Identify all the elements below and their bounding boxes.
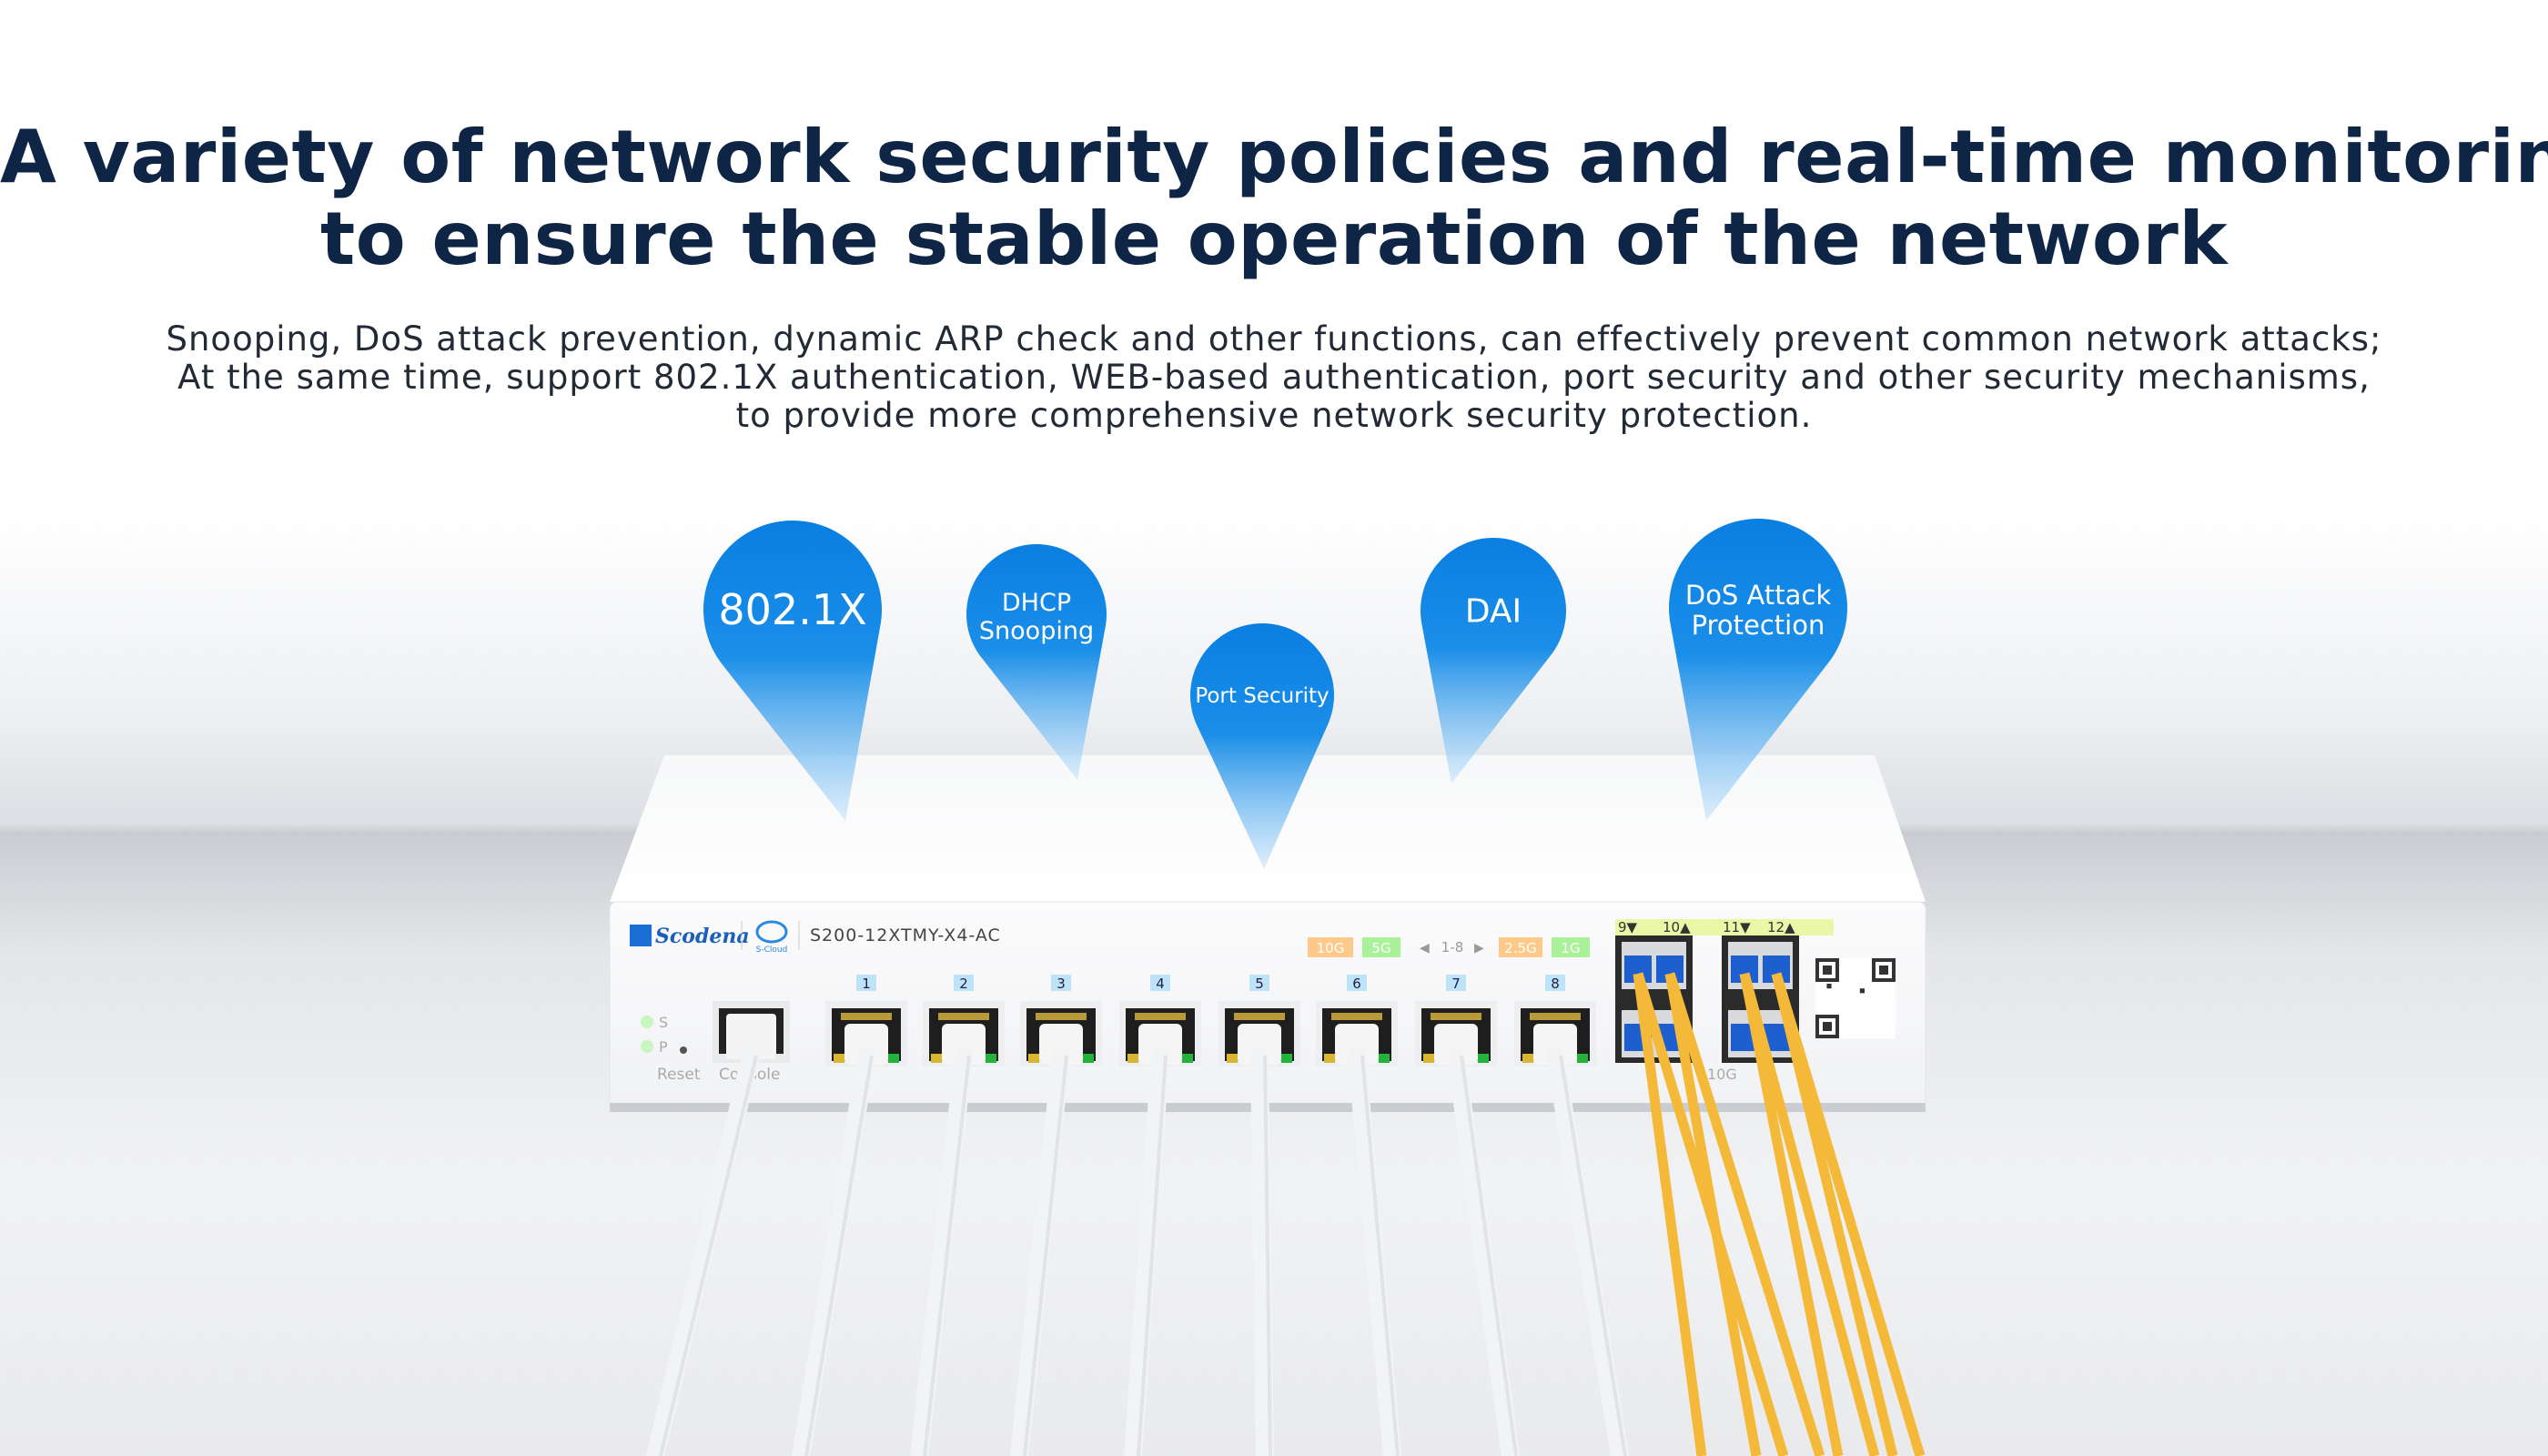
- sfp-label-11: 11▼: [1723, 919, 1751, 935]
- legend-range: 1-8: [1441, 939, 1464, 956]
- led-p: [641, 1040, 653, 1053]
- arrow-right-icon: ▶: [1474, 941, 1484, 956]
- link-led: [1423, 1054, 1434, 1063]
- activity-led: [1281, 1054, 1292, 1063]
- reset-label: Reset: [657, 1066, 701, 1084]
- pin-port-security: Port Security: [1190, 623, 1334, 869]
- link-led: [931, 1054, 942, 1063]
- legend-5g: 5G: [1371, 940, 1390, 956]
- ethernet-cable: [1250, 1046, 1274, 1456]
- activity-led: [1182, 1054, 1193, 1063]
- cloud-label: S-Cloud: [756, 945, 788, 955]
- port-number: 7: [1451, 976, 1461, 992]
- link-led: [1028, 1054, 1039, 1063]
- ethernet-cable: [1546, 1046, 1629, 1456]
- sfp-speed-label: 10G: [1707, 1066, 1737, 1083]
- pin-8021x: 802.1X: [703, 520, 882, 821]
- rj45-port-1[interactable]: 1: [825, 975, 907, 1067]
- link-led: [1522, 1054, 1533, 1063]
- port-number: 3: [1057, 976, 1066, 992]
- sfp-label-band: [1615, 919, 1834, 935]
- pin-label-line1: DHCP: [1002, 589, 1071, 617]
- rj45-port-6[interactable]: 6: [1316, 975, 1398, 1067]
- activity-led: [888, 1054, 899, 1063]
- pin-label-line1: Port Security: [1195, 684, 1329, 708]
- fiber-cable: [1739, 972, 1844, 1456]
- fiber-cable: [1771, 972, 1926, 1456]
- fiber-cable: [1633, 972, 1789, 1456]
- arrow-left-icon: ◀: [1420, 941, 1430, 956]
- ethernet-cable: [792, 1046, 875, 1456]
- pin-label-line2: Snooping: [979, 617, 1094, 645]
- port-number: 8: [1551, 976, 1560, 992]
- qr-code: [1815, 958, 1896, 1038]
- activity-led: [1478, 1054, 1489, 1063]
- legend-10g: 10G: [1317, 940, 1345, 956]
- description-line1: Snooping, DoS attack prevention, dynamic…: [166, 319, 2382, 359]
- rj45-port-3[interactable]: 3: [1020, 975, 1102, 1067]
- ethernet-cable: [1124, 1046, 1169, 1456]
- port-number: 5: [1255, 976, 1264, 992]
- fiber-cable: [1633, 973, 1707, 1456]
- activity-led: [986, 1054, 996, 1063]
- port-number: 6: [1352, 976, 1361, 992]
- brand-logo-icon: [630, 925, 652, 946]
- link-led: [1324, 1054, 1335, 1063]
- pin-label-line1: 802.1X: [718, 585, 866, 634]
- fiber-cable: [1664, 972, 1825, 1456]
- ethernet-cable: [1447, 1046, 1520, 1456]
- sfp-label-9: 9▼: [1618, 919, 1638, 935]
- activity-led: [1379, 1054, 1390, 1063]
- led-s: [641, 1016, 653, 1028]
- pin-label-line1: DAI: [1465, 593, 1522, 631]
- reset-button[interactable]: [680, 1046, 687, 1054]
- port-number: 2: [959, 976, 968, 992]
- cloud-icon: [755, 920, 788, 944]
- sfp-label-10: 10▲: [1663, 919, 1691, 935]
- link-led: [1127, 1054, 1138, 1063]
- pin-dai: DAI: [1421, 538, 1567, 784]
- link-led: [834, 1054, 844, 1063]
- link-led: [1227, 1054, 1238, 1063]
- pin-label-line2: Protection: [1692, 610, 1825, 641]
- port-number: 4: [1156, 976, 1165, 992]
- ethernet-cable: [646, 1046, 760, 1456]
- rj45-port-7[interactable]: 7: [1415, 975, 1497, 1067]
- pin-label-line1: DoS Attack: [1685, 580, 1831, 611]
- ethernet-cable: [1348, 1046, 1401, 1456]
- ethernet-cable: [910, 1046, 973, 1456]
- led-p-label: P: [659, 1038, 668, 1056]
- description-line2: At the same time, support 802.1X authent…: [177, 358, 2371, 397]
- ethernet-cable: [1010, 1046, 1070, 1456]
- description: Snooping, DoS attack prevention, dynamic…: [0, 320, 2548, 435]
- headline-line2: to ensure the stable operation of the ne…: [319, 197, 2229, 281]
- sfp-label-12: 12▲: [1767, 919, 1795, 935]
- activity-led: [1577, 1054, 1588, 1063]
- fiber-cable: [1739, 972, 1880, 1456]
- brand-name: Scodena: [655, 925, 750, 948]
- rj45-port-8[interactable]: 8: [1514, 975, 1596, 1067]
- description-line3: to provide more comprehensive network se…: [735, 396, 1813, 435]
- activity-led: [1083, 1054, 1094, 1063]
- headline-line1: A variety of network security policies a…: [0, 115, 2548, 199]
- port-number: 1: [862, 976, 871, 992]
- model-name: S200-12XTMY-X4-AC: [810, 925, 1001, 945]
- headline: A variety of network security policies a…: [0, 116, 2548, 280]
- legend-2-5g: 2.5G: [1504, 940, 1536, 956]
- legend-1g: 1G: [1561, 940, 1580, 956]
- led-s-label: S: [659, 1014, 668, 1031]
